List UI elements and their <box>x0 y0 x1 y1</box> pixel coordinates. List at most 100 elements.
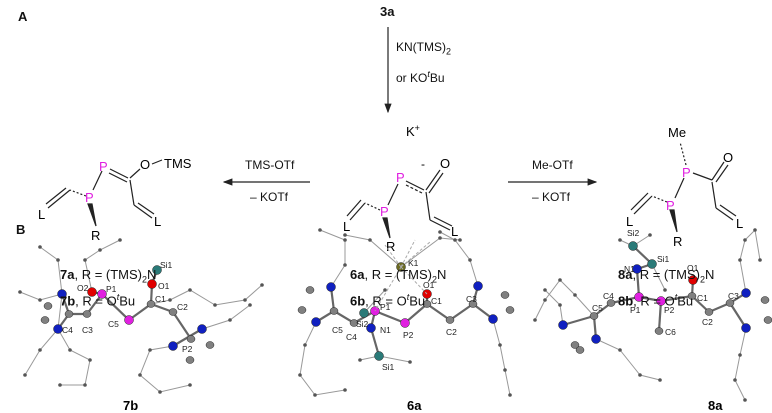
skeleton-atom <box>118 238 122 242</box>
skeleton-atom <box>343 388 347 392</box>
atom-c <box>589 312 599 320</box>
skeleton-atom <box>188 383 192 387</box>
skeleton-atom <box>408 360 412 364</box>
atom-n <box>197 324 207 334</box>
atom-label-si2: Si2 <box>356 319 369 329</box>
s6-r: R <box>386 239 395 254</box>
atom-p <box>400 318 410 328</box>
skeleton-atom <box>648 233 652 237</box>
atom-label-p2: P2 <box>664 305 675 315</box>
atom-label-p2: P2 <box>182 344 193 354</box>
s7-r: R <box>91 228 100 243</box>
s6-l2: L <box>451 224 458 239</box>
s6-l1: L <box>343 219 350 234</box>
skeleton-atom <box>468 258 472 262</box>
caption-8a: 8a, R = (TMS)2N <box>618 267 715 285</box>
atom-label-c5: C5 <box>592 303 603 313</box>
skeleton-atom <box>733 378 737 382</box>
skeleton-atom <box>753 228 757 232</box>
skeleton-bond <box>595 338 661 381</box>
atom-c <box>43 302 53 310</box>
atom-c <box>654 327 664 335</box>
atom-n <box>488 314 498 324</box>
k-contact <box>374 266 402 312</box>
atom-c <box>725 299 735 307</box>
skeleton-atom <box>533 318 537 322</box>
bond <box>562 314 595 327</box>
atom-si <box>628 241 638 251</box>
skeleton-atom <box>743 398 747 402</box>
skeleton-bond <box>201 304 251 330</box>
crystal-title-8a: 8a <box>708 398 723 413</box>
atom-label-p1: P1 <box>630 305 641 315</box>
skeleton-bond <box>734 327 747 401</box>
reagent-right-bottom: – KOTf <box>532 190 571 204</box>
skeleton-atom <box>38 298 42 302</box>
skeleton-bond <box>150 284 263 306</box>
panel-label-b: B <box>16 222 26 237</box>
caption-7a: 7a, R = (TMS)2N <box>60 267 157 285</box>
atom-label-c4: C4 <box>346 332 357 342</box>
s7-tms: TMS <box>164 156 192 171</box>
reagent-left-bottom: – KOTf <box>250 190 289 204</box>
skeleton-atom <box>503 368 507 372</box>
structure-7 <box>45 159 163 227</box>
skeleton-bond <box>84 239 121 293</box>
skeleton-atom <box>453 238 457 242</box>
atom-si <box>647 259 657 269</box>
atom-n <box>53 324 63 334</box>
skeleton-atom <box>638 373 642 377</box>
atom-p <box>656 296 666 306</box>
skeleton-atom <box>543 288 547 292</box>
bond <box>369 310 381 357</box>
atom-label-si1: Si1 <box>382 362 395 372</box>
atom-label-c4: C4 <box>603 291 614 301</box>
atom-n <box>741 288 751 298</box>
atom-label-si2: Si2 <box>627 228 640 238</box>
s7-p-upper: P <box>99 159 108 174</box>
atom-label-c1: C1 <box>697 293 708 303</box>
s7-l1: L <box>38 207 45 222</box>
structure-8 <box>630 141 737 233</box>
structure-6 <box>346 169 453 239</box>
panel-label-a: A <box>18 9 28 24</box>
atom-n <box>366 323 376 333</box>
skeleton-atom <box>618 348 622 352</box>
skeleton-atom <box>618 238 622 242</box>
skeleton-atom <box>738 258 742 262</box>
skeleton-atom <box>18 290 22 294</box>
skeleton-atom <box>98 248 102 252</box>
atom-label-o1: O1 <box>687 263 699 273</box>
reagent-base-2: or KOtBu <box>396 69 445 85</box>
atom-c <box>763 316 772 324</box>
skeleton-bond <box>739 228 761 294</box>
s8-o: O <box>723 150 733 165</box>
skeleton-atom <box>148 348 152 352</box>
skeleton-bond <box>651 263 666 291</box>
caption-8b: 8b, R = OtBu <box>618 292 694 309</box>
skeleton-atom <box>543 298 547 302</box>
caption-7b: 7b, R = OtBu <box>60 292 136 309</box>
skeleton-atom <box>58 383 62 387</box>
skeleton-bond <box>319 229 346 288</box>
skeleton-atom <box>213 303 217 307</box>
skeleton-atom <box>260 283 264 287</box>
atom-c <box>760 296 770 304</box>
s8-r: R <box>673 234 682 249</box>
s6-k-cation: K+ <box>406 123 420 139</box>
atom-o <box>87 287 97 297</box>
atom-label-si1: Si1 <box>657 254 670 264</box>
skeleton-atom <box>188 288 192 292</box>
s6-minus: - <box>421 157 425 171</box>
atom-c <box>704 308 714 316</box>
atom-c <box>146 300 156 308</box>
atom-label-o1: O1 <box>423 280 435 290</box>
s6-p-upper: P <box>396 170 405 185</box>
atom-n <box>311 317 321 327</box>
atom-si <box>374 351 384 361</box>
atom-c <box>168 308 178 316</box>
s7-p-lower: P <box>85 190 94 205</box>
skeleton-atom <box>358 358 362 362</box>
reagent-right-top: Me-OTf <box>532 158 573 172</box>
